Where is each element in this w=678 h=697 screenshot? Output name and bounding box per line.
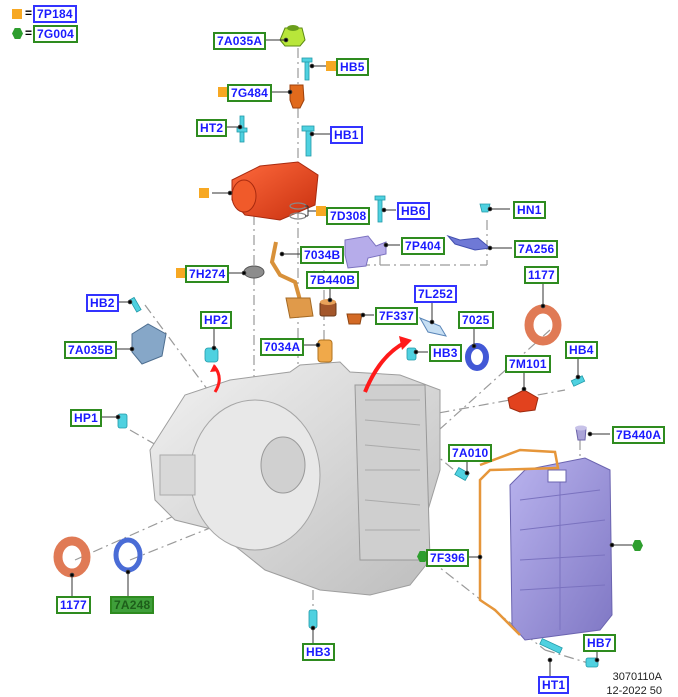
callout-hb3-upper[interactable]: HB3 — [429, 344, 462, 362]
callout-7f396[interactable]: 7F396 — [426, 549, 470, 567]
callout-7a248[interactable]: 7A248 — [110, 596, 155, 614]
pan-gasket — [478, 448, 560, 636]
callout-7a035a[interactable]: 7A035A — [213, 32, 267, 50]
callout-1177-right[interactable]: 1177 — [524, 266, 559, 284]
callout-7a010[interactable]: 7A010 — [448, 444, 493, 462]
callout-7m101[interactable]: 7M101 — [505, 355, 551, 373]
legend-code-7g004[interactable]: 7G004 — [33, 25, 79, 43]
legend-equals: = — [25, 6, 33, 20]
square-marker-icon — [218, 87, 228, 97]
hexagon-marker-icon — [417, 551, 428, 562]
callout-7a035b[interactable]: 7A035B — [64, 341, 118, 359]
callout-hp2[interactable]: HP2 — [200, 311, 232, 329]
callout-hb1[interactable]: HB1 — [330, 126, 363, 144]
callout-hp1[interactable]: HP1 — [70, 409, 102, 427]
callout-7034b[interactable]: 7034B — [300, 246, 345, 264]
square-marker-icon — [326, 61, 336, 71]
hexagon-marker-icon — [12, 28, 23, 39]
callout-hb6[interactable]: HB6 — [397, 202, 430, 220]
callout-hb5[interactable]: HB5 — [336, 58, 369, 76]
callout-1177-left[interactable]: 1177 — [56, 596, 91, 614]
callout-hb4[interactable]: HB4 — [565, 341, 598, 359]
callout-7h274[interactable]: 7H274 — [185, 265, 230, 283]
figure-number: 3070110A — [612, 671, 662, 683]
hexagon-marker-icon — [632, 540, 643, 551]
date-code: 12-2022 50 — [606, 685, 662, 697]
square-marker-icon — [176, 268, 186, 278]
callout-7d308[interactable]: 7D308 — [326, 207, 371, 225]
callout-7f337[interactable]: 7F337 — [375, 307, 419, 325]
callout-7034a[interactable]: 7034A — [260, 338, 305, 356]
oil-pan — [509, 457, 613, 641]
callout-ht2[interactable]: HT2 — [196, 119, 228, 137]
pump-assembly — [231, 161, 319, 221]
callout-hb7[interactable]: HB7 — [583, 634, 616, 652]
square-marker-icon — [316, 206, 326, 216]
callout-7b440b[interactable]: 7B440B — [306, 271, 360, 289]
callout-7l252[interactable]: 7L252 — [414, 285, 458, 303]
legend-equals: = — [25, 26, 33, 40]
square-marker-icon — [199, 188, 209, 198]
callout-hn1[interactable]: HN1 — [513, 201, 546, 219]
callout-ht1[interactable]: HT1 — [538, 676, 570, 694]
square-marker-icon — [12, 9, 22, 19]
callout-7a256[interactable]: 7A256 — [514, 240, 559, 258]
legend-code-7p184[interactable]: 7P184 — [33, 5, 77, 23]
callout-7g484[interactable]: 7G484 — [227, 84, 273, 102]
callout-hb3-lower[interactable]: HB3 — [302, 643, 335, 661]
bolts — [117, 57, 599, 668]
callout-7b440a[interactable]: 7B440A — [612, 426, 666, 444]
callout-7p404[interactable]: 7P404 — [401, 237, 445, 255]
callout-hb2[interactable]: HB2 — [86, 294, 119, 312]
transmission-housing — [149, 361, 441, 596]
callout-7025[interactable]: 7025 — [458, 311, 494, 329]
